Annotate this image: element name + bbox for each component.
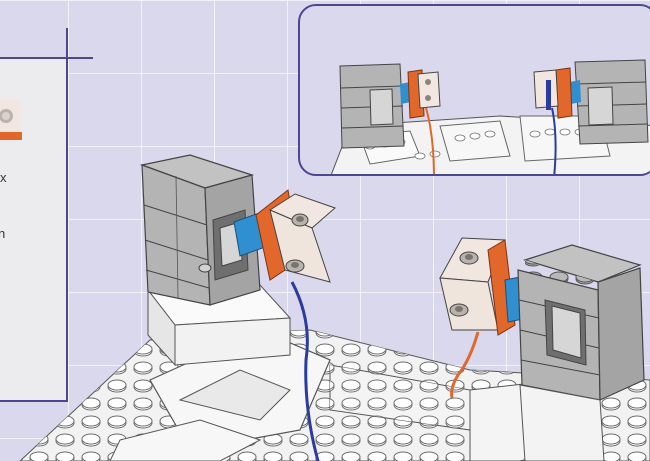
inset-overview-frame — [298, 4, 650, 176]
right-motor-bracket — [440, 238, 528, 335]
inset-overview-illustration — [300, 6, 650, 176]
